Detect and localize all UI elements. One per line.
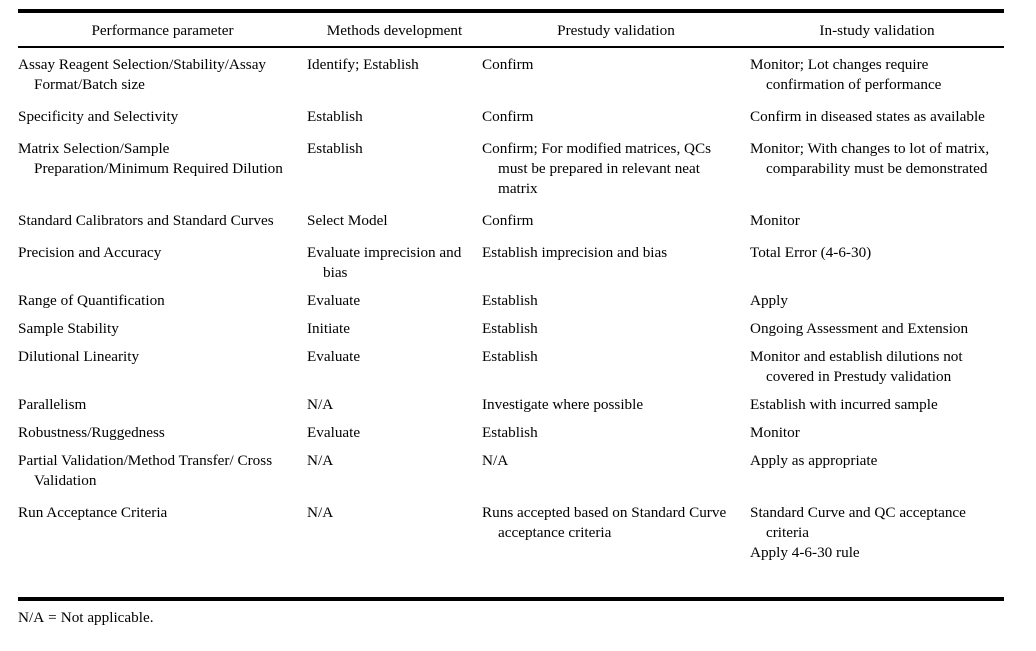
cell-performance-parameter: Range of Quantification	[18, 292, 165, 309]
table-header-row: Performance parameter Methods developmen…	[18, 15, 1004, 46]
cell-performance-parameter: Specificity and Selectivity	[18, 108, 179, 125]
table-bottom-rule	[18, 597, 1004, 601]
cell-in-study-validation: Monitor; With changes to lot of matrix, …	[750, 140, 990, 177]
cell-prestudy-validation: Establish	[482, 348, 538, 365]
table-top-rule	[18, 9, 1004, 13]
cell-performance-parameter: Sample Stability	[18, 320, 119, 337]
column-header-prestudy-validation: Prestudy validation	[557, 21, 675, 39]
table-header: Performance parameter Methods developmen…	[18, 15, 1004, 46]
table-row: Precision and Accuracy Evaluate imprecis…	[18, 243, 1004, 291]
cell-in-study-validation: Monitor; Lot changes require confirmatio…	[750, 56, 942, 93]
cell-in-study-validation: Apply as appropriate	[750, 452, 878, 469]
cell-performance-parameter: Matrix Selection/Sample Preparation/Mini…	[18, 140, 283, 177]
cell-prestudy-validation: Establish imprecision and bias	[482, 244, 668, 261]
cell-performance-parameter: Dilutional Linearity	[18, 348, 140, 365]
cell-methods-development: Establish	[307, 140, 363, 157]
cell-methods-development: Identify; Establish	[307, 56, 419, 73]
cell-in-study-validation: Apply	[750, 292, 788, 309]
footnote-equals-sign: =	[48, 609, 57, 626]
table-row: Matrix Selection/Sample Preparation/Mini…	[18, 139, 1004, 211]
column-header-performance-parameter: Performance parameter	[91, 21, 234, 39]
table-row: Specificity and Selectivity Establish Co…	[18, 107, 1004, 139]
cell-methods-development: N/A	[307, 452, 334, 469]
table-header-rule	[18, 46, 1004, 48]
cell-methods-development: N/A	[307, 396, 334, 413]
table-row: Assay Reagent Selection/Stability/Assay …	[18, 46, 1004, 107]
cell-methods-development: Establish	[307, 108, 363, 125]
table-row: Parallelism N/A Investigate where possib…	[18, 395, 1004, 423]
column-header-methods-development: Methods development	[326, 21, 463, 39]
cell-performance-parameter: Partial Validation/Method Transfer/ Cros…	[18, 452, 273, 489]
cell-performance-parameter: Run Acceptance Criteria	[18, 504, 168, 521]
cell-methods-development: Select Model	[307, 212, 388, 229]
cell-prestudy-validation: Investigate where possible	[482, 396, 644, 413]
table-row: Dilutional Linearity Evaluate Establish …	[18, 347, 1004, 395]
cell-performance-parameter: Precision and Accuracy	[18, 244, 162, 261]
cell-in-study-validation: Ongoing Assessment and Extension	[750, 320, 969, 337]
cell-methods-development: N/A	[307, 504, 334, 521]
cell-in-study-validation: Total Error (4-6-30)	[750, 244, 872, 261]
cell-in-study-validation-line2: Apply 4-6-30 rule	[750, 544, 860, 561]
cell-performance-parameter: Robustness/Ruggedness	[18, 424, 165, 441]
cell-in-study-validation: Monitor	[750, 212, 800, 229]
footnote-definition: Not applicable.	[60, 609, 154, 626]
cell-prestudy-validation: Runs accepted based on Standard Curve ac…	[482, 504, 727, 541]
table-body: Assay Reagent Selection/Stability/Assay …	[18, 46, 1004, 563]
cell-performance-parameter: Standard Calibrators and Standard Curves	[18, 212, 274, 229]
cell-in-study-validation: Establish with incurred sample	[750, 396, 938, 413]
column-header-in-study-validation: In-study validation	[819, 21, 935, 39]
cell-performance-parameter: Assay Reagent Selection/Stability/Assay …	[18, 56, 267, 93]
cell-methods-development: Evaluate	[307, 424, 361, 441]
cell-performance-parameter: Parallelism	[18, 396, 87, 413]
validation-parameters-table: Performance parameter Methods developmen…	[18, 15, 1004, 563]
table-row: Range of Quantification Evaluate Establi…	[18, 291, 1004, 319]
footnote-abbreviation: N/A	[18, 609, 45, 626]
cell-prestudy-validation: Confirm	[482, 56, 534, 73]
cell-prestudy-validation: Establish	[482, 292, 538, 309]
table-row: Standard Calibrators and Standard Curves…	[18, 211, 1004, 243]
table-footnote: N/A=Not applicable.	[18, 608, 154, 628]
cell-prestudy-validation: Confirm	[482, 212, 534, 229]
table-row: Sample Stability Initiate Establish Ongo…	[18, 319, 1004, 347]
cell-prestudy-validation: Establish	[482, 320, 538, 337]
table-row: Run Acceptance Criteria N/A Runs accepte…	[18, 503, 1004, 563]
cell-in-study-validation: Standard Curve and QC acceptance criteri…	[750, 504, 966, 541]
cell-methods-development: Evaluate	[307, 292, 361, 309]
cell-methods-development: Evaluate imprecision and bias	[307, 244, 462, 281]
cell-methods-development: Initiate	[307, 320, 351, 337]
cell-in-study-validation: Confirm in diseased states as available	[750, 108, 985, 125]
cell-prestudy-validation: Confirm	[482, 108, 534, 125]
cell-prestudy-validation: Establish	[482, 424, 538, 441]
cell-prestudy-validation: N/A	[482, 452, 509, 469]
table-row: Partial Validation/Method Transfer/ Cros…	[18, 451, 1004, 503]
cell-methods-development: Evaluate	[307, 348, 361, 365]
cell-in-study-validation: Monitor and establish dilutions not cove…	[750, 348, 963, 385]
table-row: Robustness/Ruggedness Evaluate Establish…	[18, 423, 1004, 451]
cell-in-study-validation: Monitor	[750, 424, 800, 441]
cell-prestudy-validation: Confirm; For modified matrices, QCs must…	[482, 140, 712, 197]
